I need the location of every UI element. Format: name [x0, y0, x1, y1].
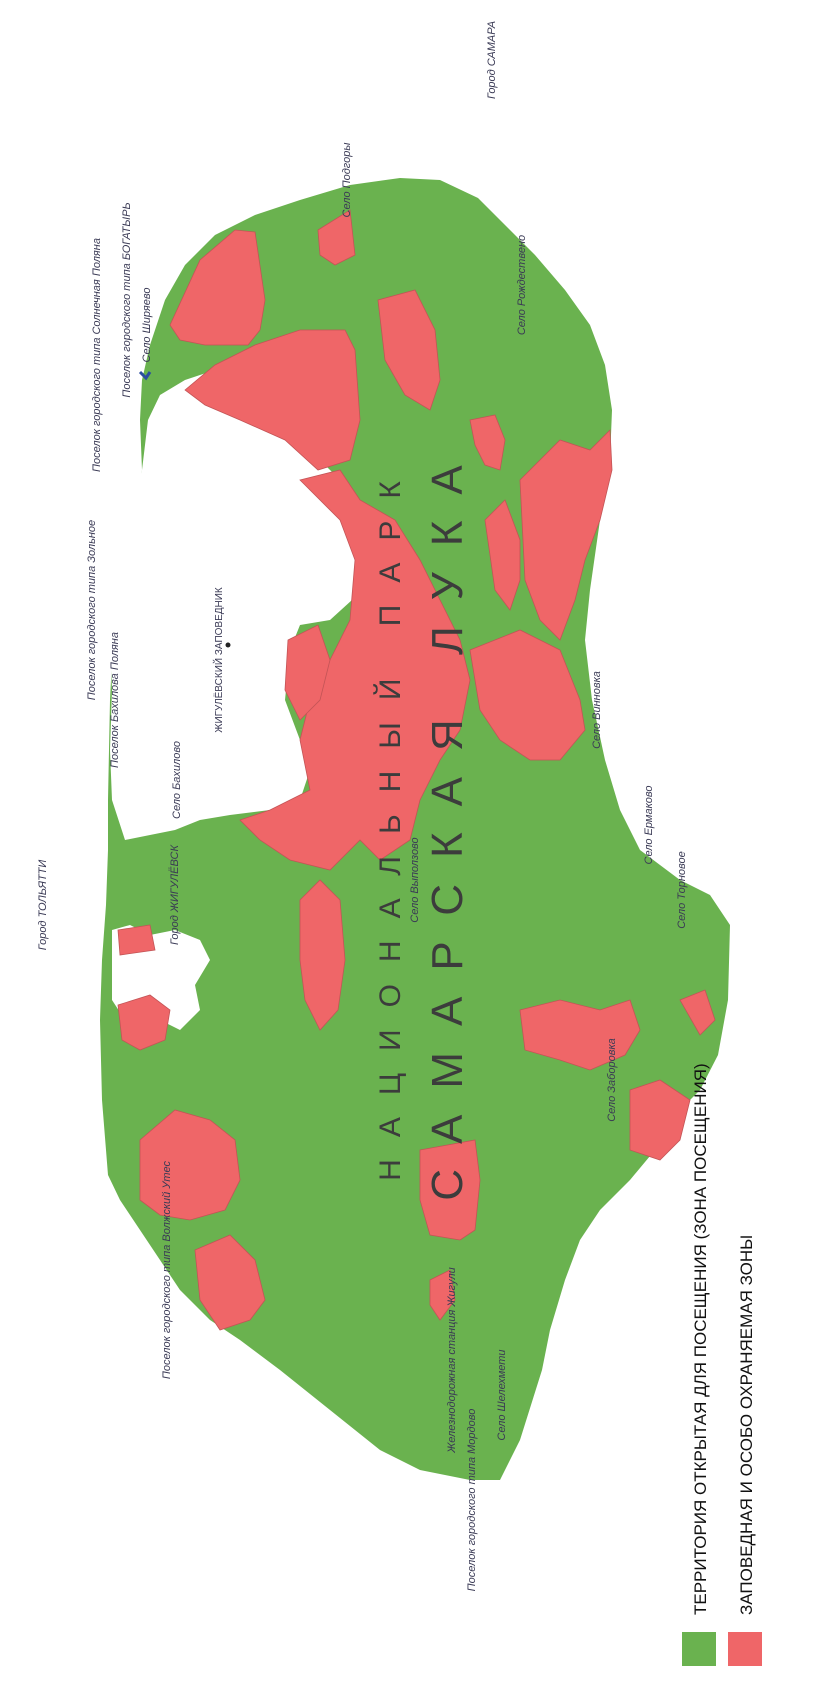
protected-zone: [679, 989, 716, 1036]
legend-swatch-protected-zone: [728, 1632, 762, 1666]
reserve-marker: [225, 642, 231, 648]
legend-swatch-open-zone: [682, 1632, 716, 1666]
settlement-label: Село Ермаково: [643, 786, 655, 865]
settlement-label: Село Ширяево: [141, 288, 153, 363]
settlement-label: Поселок городского типа Мордово: [466, 1409, 478, 1592]
city-label-samara: Город САМАРА: [486, 21, 498, 99]
protected-zone: [117, 994, 171, 1051]
protected-zone: [317, 209, 356, 266]
protected-zone: [117, 924, 156, 956]
protected-zone: [377, 289, 441, 411]
protected-zone: [419, 1139, 481, 1241]
settlement-label: Поселок Бахилова Поляна: [109, 632, 121, 768]
settlement-label: Поселок городского типа Солнечная Поляна: [91, 238, 103, 472]
protected-zone: [299, 879, 346, 1031]
river-line: [138, 370, 152, 381]
legend-label-open-zone: ТЕРРИТОРИЯ ОТКРЫТАЯ ДЛЯ ПОСЕЩЕНИЯ (ЗОНА …: [691, 1063, 710, 1615]
protected-zones: [117, 209, 716, 1331]
settlement-label: Поселок городского типа БОГАТЫРЬ: [121, 202, 133, 397]
settlement-label: Село Торновое: [676, 851, 688, 929]
settlement-label: Село Рождествено: [516, 235, 528, 335]
settlement-label: Село Винновка: [591, 671, 603, 749]
legend-label-protected-zone: ЗАПОВЕДНАЯ И ОСОБО ОХРАНЯЕМАЯ ЗОНЫ: [737, 1235, 756, 1615]
settlement-label: Село Подгоры: [341, 143, 353, 218]
protected-zone: [184, 329, 361, 471]
settlement-label: Село Заборовка: [606, 1038, 618, 1122]
settlement-label: Село Шелехмети: [496, 1349, 508, 1440]
protected-zone: [429, 1269, 456, 1321]
protected-zone: [194, 1234, 266, 1331]
protected-zone: [169, 229, 266, 346]
protected-zone: [484, 499, 521, 611]
protected-zone: [469, 414, 506, 471]
settlement-label: Поселок городского типа Волжский Утес: [161, 1160, 173, 1379]
park-name-line1: НАЦИОНАЛЬНЫЙ ПАРК: [373, 459, 407, 1181]
settlement-label: Железнодорожная станция Жигули: [446, 1267, 458, 1454]
park-name-line2: САМАРСКАЯ ЛУКА: [423, 439, 472, 1201]
settlement-label: Село Бахилово: [171, 741, 183, 819]
reserve-label: ЖИГУЛЁВСКИЙ ЗАПОВЕДНИК: [212, 587, 225, 733]
settlement-label: Поселок городского типа Зольное: [86, 520, 98, 700]
protected-zone: [629, 1079, 691, 1161]
city-label-zhigulevsk: Город ЖИГУЛЁВСК: [169, 844, 181, 945]
protected-zone: [284, 624, 331, 721]
protected-zone: [519, 429, 613, 641]
city-label-togliatti: Город ТОЛЬЯТТИ: [37, 860, 49, 951]
legend: ТЕРРИТОРИЯ ОТКРЫТАЯ ДЛЯ ПОСЕЩЕНИЯ (ЗОНА …: [682, 1063, 762, 1666]
protected-zone: [469, 629, 586, 761]
protected-zone: [519, 999, 641, 1071]
settlement-label: Село Выползово: [409, 837, 421, 922]
reserve-area: [110, 370, 358, 840]
protected-zone: [139, 1109, 241, 1221]
